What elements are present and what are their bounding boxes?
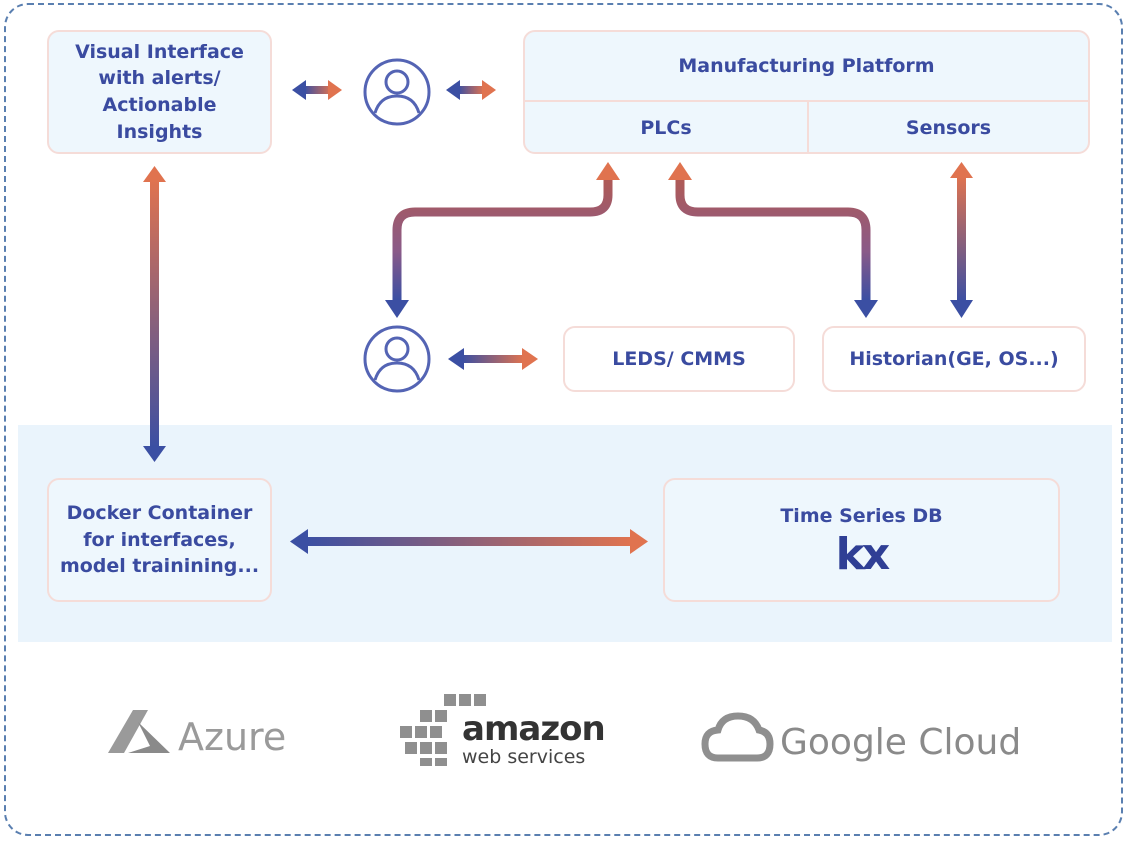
azure-logo [108, 710, 170, 753]
arrow-sensors-historian [950, 162, 973, 318]
historian-box: Historian(GE, OS...) [822, 326, 1086, 392]
manufacturing-platform-box: Manufacturing Platform PLCs Sensors [523, 30, 1090, 154]
user-icon [363, 58, 431, 126]
azure-label: Azure [178, 715, 287, 759]
user-icon [363, 325, 431, 393]
plcs-label: PLCs [525, 102, 809, 154]
visual-interface-label: Visual Interface with alerts/ Actionable… [75, 40, 244, 143]
arrow-plcs-historian [668, 162, 878, 318]
leds-cmms-box: LEDS/ CMMS [563, 326, 795, 392]
sensors-label: Sensors [905, 117, 992, 139]
docker-label: Docker Container for interfaces, model t… [59, 502, 260, 578]
leds-cmms-label: LEDS/ CMMS [612, 347, 746, 370]
arrow-user-platform [446, 80, 496, 100]
aws-sub-label: web services [462, 746, 586, 768]
google-cloud-label: Google Cloud [780, 722, 1022, 763]
google-cloud-logo [701, 712, 774, 762]
docker-box: Docker Container for interfaces, model t… [47, 478, 272, 602]
visual-interface-box: Visual Interface with alerts/ Actionable… [47, 30, 272, 154]
time-series-db-box: Time Series DB kx [663, 478, 1060, 602]
arrow-user-leds [448, 348, 538, 370]
kx-logo: kx [835, 529, 891, 581]
arrow-docker-timeseries [290, 529, 648, 554]
aws-label: amazon [462, 709, 606, 749]
arrow-plcs-user [385, 162, 620, 318]
diagram-frame [4, 3, 1123, 836]
manufacturing-platform-label: Manufacturing Platform [525, 32, 1088, 102]
arrow-interface-user [292, 80, 342, 100]
aws-logo [400, 694, 486, 766]
historian-label: Historian(GE, OS...) [849, 347, 1059, 370]
arrow-interface-docker [143, 166, 166, 462]
time-series-db-label: Time Series DB [780, 504, 943, 527]
